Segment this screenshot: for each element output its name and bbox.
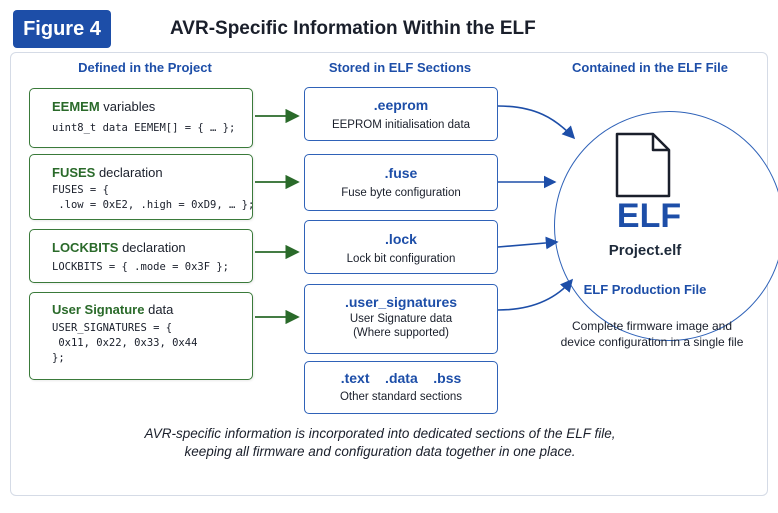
section-desc: Lock bit configuration (346, 253, 456, 265)
elf-label: ELF (616, 197, 682, 235)
elf-filename: Project.elf (608, 242, 682, 259)
column-header-middle: Stored in ELF Sections (328, 60, 472, 75)
arrow-eeprom-to-elf (497, 105, 576, 140)
document-icon (615, 132, 671, 198)
elf-production-label: ELF Production File (583, 282, 707, 297)
section-name: .eeprom (373, 97, 429, 113)
section-name: .lock (385, 231, 417, 247)
source-kind: data (144, 302, 174, 317)
diagram-title: AVR-Specific Information Within the ELF (170, 18, 536, 39)
section-box-fuse: .fuse Fuse byte configuration (304, 154, 498, 211)
source-code: USER_SIGNATURES = { 0x11, 0x22, 0x33, 0x… (52, 322, 198, 364)
source-heading: EEMEM variables (52, 99, 155, 114)
section-desc: EEPROM initialisation data (331, 119, 471, 131)
caption: AVR-specific information is incorporated… (40, 425, 720, 461)
source-keyword: EEMEM (52, 99, 100, 114)
source-code: FUSES = { .low = 0xE2, .high = 0xD9, … }… (52, 184, 255, 211)
source-keyword: LOCKBITS (52, 240, 119, 255)
arrow-lock-to-elf (497, 236, 559, 250)
source-kind: declaration (95, 165, 163, 180)
section-box-lock: .lock Lock bit configuration (304, 220, 498, 274)
figure-badge: Figure 4 (13, 10, 111, 48)
source-heading: LOCKBITS declaration (52, 240, 186, 255)
section-box-standard: .text .data .bss Other standard sections (304, 361, 498, 414)
source-kind: variables (99, 99, 156, 114)
section-box-user-signatures: .user_signatures User Signature data (Wh… (304, 284, 498, 354)
source-box-eemem: EEMEM variables uint8_t data EEMEM[] = {… (29, 88, 253, 148)
column-header-left: Defined in the Project (78, 60, 212, 75)
section-name: .user_signatures (344, 294, 458, 310)
source-box-fuses: FUSES declaration FUSES = { .low = 0xE2,… (29, 154, 255, 220)
source-box-user-signature: User Signature data USER_SIGNATURES = { … (29, 292, 253, 380)
source-code: LOCKBITS = { .mode = 0x3F }; (52, 261, 230, 273)
section-desc: Other standard sections (339, 391, 463, 403)
section-name: .fuse (384, 165, 418, 181)
source-keyword: User Signature (52, 302, 145, 317)
source-heading: User Signature data (52, 302, 173, 317)
arrow-signatures-to-elf (497, 278, 574, 311)
source-code: uint8_t data EEMEM[] = { … }; (52, 122, 236, 134)
section-name: .text .data .bss (340, 370, 462, 386)
source-heading: FUSES declaration (52, 165, 163, 180)
section-box-eeprom: .eeprom EEPROM initialisation data (304, 87, 498, 141)
source-kind: declaration (118, 240, 186, 255)
caption-line-2: keeping all firmware and configuration d… (184, 444, 576, 459)
caption-line-1: AVR-specific information is incorporated… (144, 426, 616, 441)
column-header-right: Contained in the ELF File (572, 60, 728, 75)
section-desc: Fuse byte configuration (341, 187, 461, 199)
section-desc-note: (Where supported) (353, 327, 449, 339)
source-keyword: FUSES (52, 165, 96, 180)
section-desc: User Signature data (349, 313, 453, 325)
elf-description: Complete firmware image and device confi… (560, 319, 744, 349)
source-box-lockbits: LOCKBITS declaration LOCKBITS = { .mode … (29, 229, 253, 283)
